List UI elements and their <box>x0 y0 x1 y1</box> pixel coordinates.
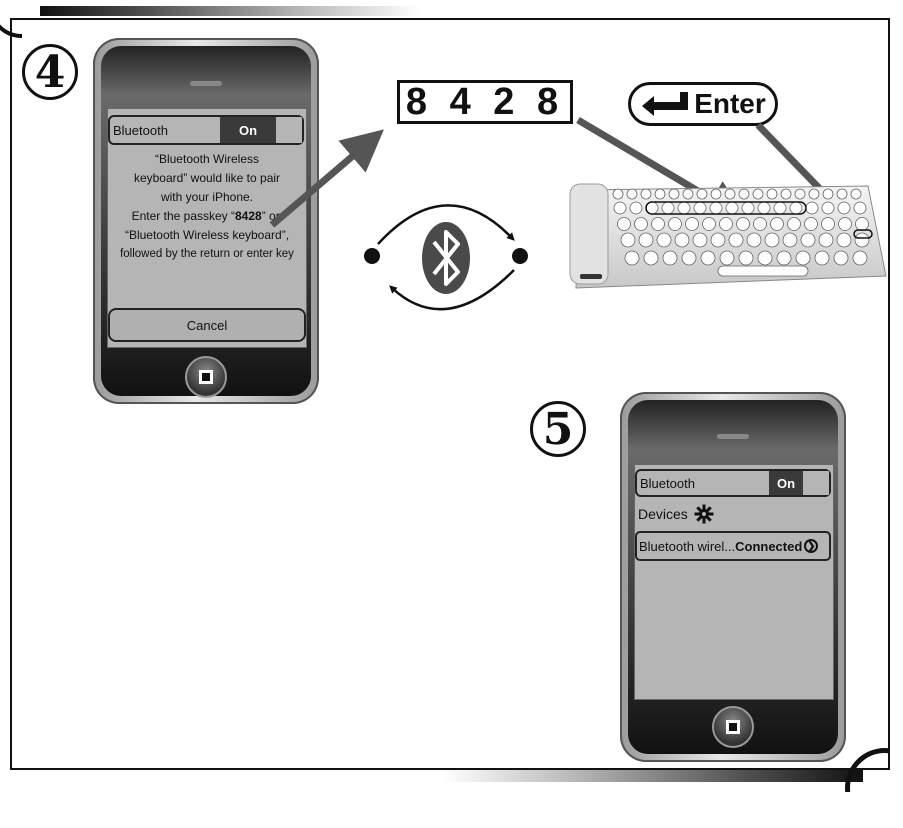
enter-key: Enter <box>628 82 778 126</box>
phone-speaker <box>717 434 749 439</box>
enter-key-label: Enter <box>694 88 766 119</box>
top-gradient-bar <box>40 6 420 16</box>
pairing-line-2: keyboard” would like to pair <box>133 171 281 185</box>
home-button-icon <box>199 370 213 384</box>
pairing-passkey-line: Enter the passkey “8428” on <box>131 209 283 223</box>
bottom-gradient-bar <box>443 770 863 782</box>
home-button[interactable] <box>712 706 754 748</box>
number-row-highlight <box>645 201 807 215</box>
bluetooth-label: Bluetooth <box>640 475 695 491</box>
chevron-right-icon[interactable]: ❯ <box>804 539 819 553</box>
home-button-icon <box>726 720 740 734</box>
pairing-line-1: “Bluetooth Wireless <box>154 152 260 166</box>
corner-flourish-top-left <box>0 4 22 38</box>
bluetooth-toggle-row[interactable]: Bluetooth On <box>635 469 831 497</box>
home-button[interactable] <box>185 356 227 398</box>
bluetooth-toggle-row[interactable]: Bluetooth On <box>108 115 304 145</box>
pairing-message: “Bluetooth Wireless keyboard” would like… <box>107 150 307 264</box>
bluetooth-on-toggle[interactable]: On <box>220 117 276 143</box>
device-row-keyboard[interactable]: Bluetooth wirel...Connected ❯ <box>635 531 831 561</box>
phone-pairing: Bluetooth On “Bluetooth Wireless keyboar… <box>93 38 319 404</box>
passkey-display: 8 4 2 8 <box>397 80 573 124</box>
pairing-line-6: followed by the return or enter key <box>120 248 294 260</box>
phone-connected: Bluetooth On Devices Bluetooth wirel...C… <box>620 392 846 762</box>
passkey-inline: 8428 <box>235 209 262 223</box>
devices-header: Devices <box>638 504 714 524</box>
figure-frame <box>10 18 890 770</box>
step-5-number: 5 <box>530 401 586 457</box>
device-name: Bluetooth wirel... <box>639 538 736 554</box>
bluetooth-keyboard-image <box>569 183 887 289</box>
bluetooth-on-toggle[interactable]: On <box>769 471 803 495</box>
enter-arrow-icon <box>642 92 689 116</box>
devices-label: Devices <box>638 506 688 522</box>
phone-speaker <box>190 81 222 86</box>
toggle-track <box>276 117 302 143</box>
pairing-line-5: “Bluetooth Wireless keyboard”, <box>124 228 290 242</box>
device-status: Connected <box>735 538 803 554</box>
phone-screen <box>634 464 834 700</box>
bluetooth-label: Bluetooth <box>113 122 168 138</box>
toggle-track <box>803 471 829 495</box>
step-4-number: 4 <box>22 44 78 100</box>
cancel-button[interactable]: Cancel <box>108 308 306 342</box>
gear-icon <box>694 504 714 524</box>
pairing-line-3: with your iPhone. <box>160 190 254 204</box>
enter-key-highlight <box>853 229 873 239</box>
